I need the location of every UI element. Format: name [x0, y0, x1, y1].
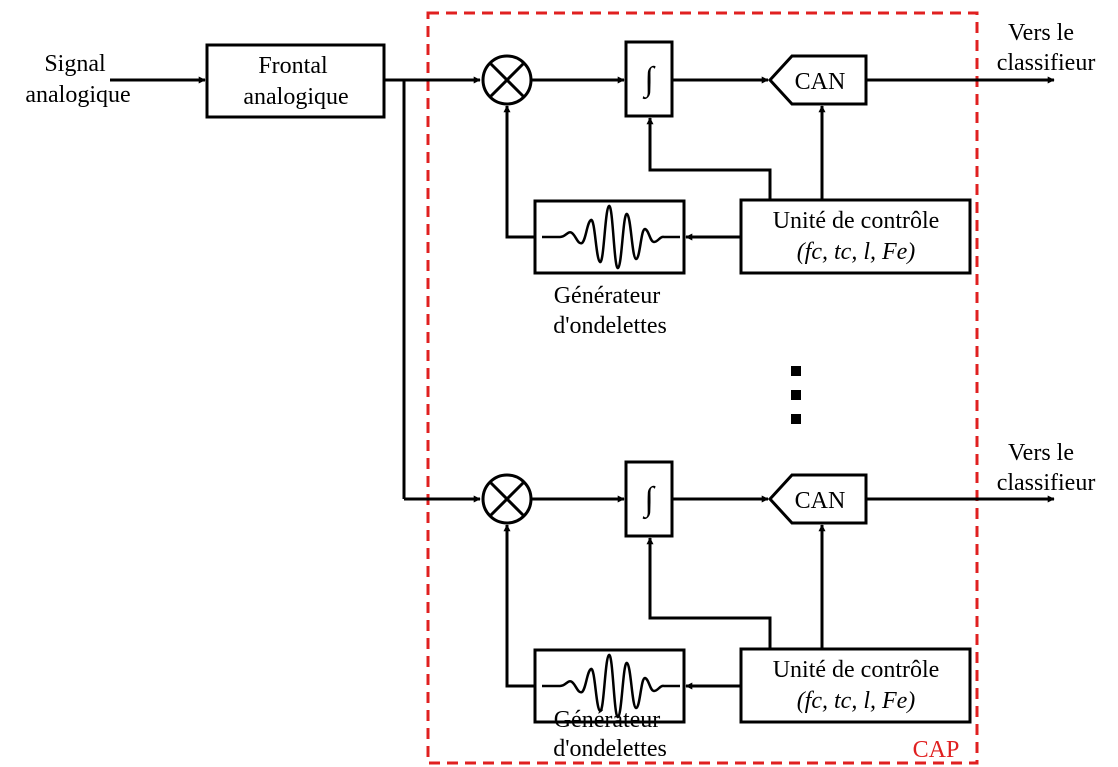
- channel-n: ∫ CAN Vers le classifieur Unité de contr…: [481, 440, 1096, 762]
- wavelet-generator-label: Générateur d'ondelettes: [553, 283, 667, 339]
- integrator-box: [624, 460, 674, 538]
- wavelet-generator-label: Générateur d'ondelettes: [553, 707, 667, 762]
- wavelet-icon: [542, 653, 680, 719]
- ellipsis-dots: [791, 366, 801, 424]
- integrator-symbol: ∫: [642, 481, 656, 520]
- integrator-box: [624, 40, 674, 118]
- wavelet-icon: [542, 204, 680, 270]
- control-unit-params: (fc, tc, l, Fe): [797, 239, 916, 265]
- cap-boundary: [426, 11, 979, 765]
- control-unit-label: Unité de contrôle: [773, 657, 940, 683]
- analog-frontend-label: Frontal analogique: [243, 53, 348, 110]
- analog-frontend-box: [205, 43, 386, 119]
- control-unit-box: [739, 647, 972, 724]
- output-label: Vers le classifieur: [997, 440, 1096, 496]
- control-unit-label: Unité de contrôle: [773, 208, 940, 234]
- integrator-symbol: ∫: [642, 61, 656, 100]
- control-unit-box: [739, 198, 972, 275]
- cap-label: CAP: [913, 737, 960, 763]
- adc-label: CAN: [795, 69, 846, 95]
- output-label: Vers le classifieur: [997, 20, 1096, 76]
- input-label: Signal analogique: [25, 51, 130, 108]
- adc-label: CAN: [795, 488, 846, 514]
- control-unit-params: (fc, tc, l, Fe): [797, 688, 916, 714]
- channel-1: ∫ CAN Vers le classifieur Unité de contr…: [481, 20, 1096, 339]
